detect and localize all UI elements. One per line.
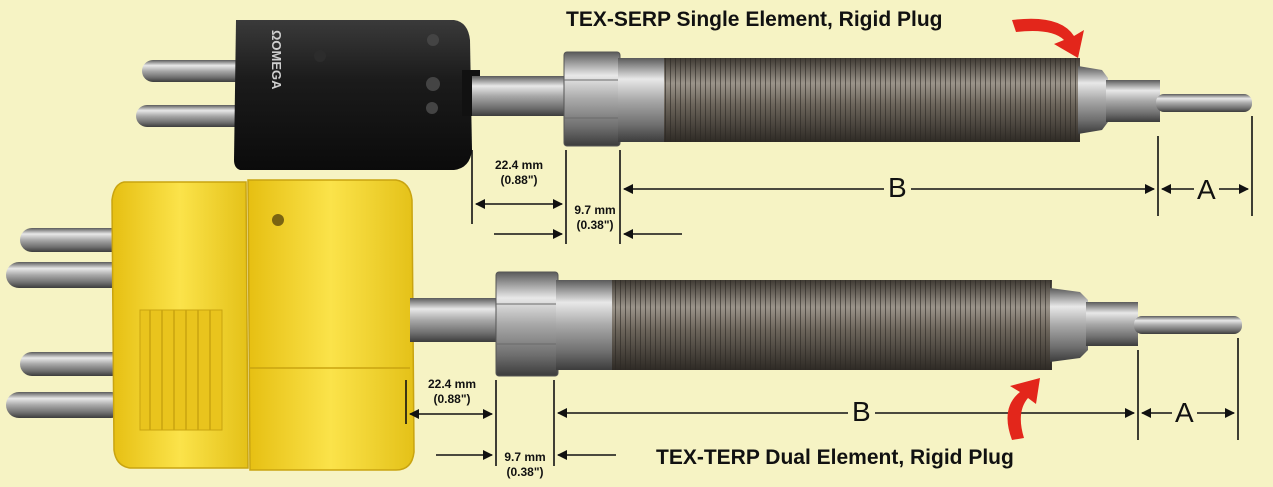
bottom-product-title: TEX-TERP Dual Element, Rigid Plug bbox=[656, 446, 1014, 469]
bottom-dim-hex-label: 9.7 mm (0.38") bbox=[494, 450, 556, 480]
top-connector-screw bbox=[426, 77, 440, 91]
bottom-tip-step bbox=[1086, 302, 1138, 346]
bottom-dim-length-in: (0.88") bbox=[433, 392, 471, 406]
top-connector-screw bbox=[427, 34, 439, 46]
top-hex-nut bbox=[563, 51, 621, 147]
top-probe-shaft bbox=[472, 76, 568, 116]
top-red-arrow bbox=[1012, 18, 1084, 58]
top-connector-pin bbox=[142, 60, 246, 82]
top-probe-tip bbox=[1156, 94, 1252, 112]
bottom-connector-pin bbox=[6, 262, 124, 288]
bottom-dim-length-mm: 22.4 mm bbox=[427, 377, 477, 391]
bottom-connector-pin bbox=[20, 352, 124, 376]
bottom-connector-pin bbox=[20, 228, 124, 252]
top-dim-b-label: B bbox=[884, 172, 911, 204]
top-connector-pin bbox=[136, 105, 246, 127]
top-product-title: TEX-SERP Single Element, Rigid Plug bbox=[566, 8, 943, 31]
bottom-probe bbox=[6, 179, 1242, 471]
bottom-connector-pin bbox=[6, 392, 124, 418]
top-black-connector bbox=[234, 20, 472, 170]
top-taper bbox=[1078, 66, 1108, 134]
top-connector-logo-text: ΩOMEGA bbox=[269, 30, 284, 90]
bottom-taper bbox=[1050, 288, 1088, 362]
bottom-dim-hex-in: (0.38") bbox=[506, 465, 544, 479]
bottom-connector-screw bbox=[272, 214, 284, 226]
bottom-probe-tip bbox=[1134, 316, 1242, 334]
top-dim-length-mm: 22.4 mm bbox=[494, 158, 544, 172]
top-tip-step bbox=[1106, 80, 1160, 122]
bottom-dim-length-label: 22.4 mm (0.88") bbox=[414, 377, 490, 407]
top-connector-screw bbox=[426, 102, 438, 114]
bottom-hex-nut bbox=[495, 271, 559, 377]
top-dim-length-in: (0.88") bbox=[500, 173, 538, 187]
bottom-collar bbox=[556, 280, 618, 370]
top-dim-a-label: A bbox=[1194, 174, 1219, 206]
bottom-dim-a-label: A bbox=[1172, 397, 1197, 429]
top-dim-hex-mm: 9.7 mm bbox=[574, 203, 616, 217]
bottom-probe-shaft bbox=[410, 298, 500, 342]
top-dim-hex-label: 9.7 mm (0.38") bbox=[562, 203, 628, 233]
bottom-connector-grip bbox=[139, 309, 223, 431]
bottom-dim-b-label: B bbox=[848, 396, 875, 428]
bottom-red-arrow bbox=[1007, 378, 1040, 440]
bottom-dim-hex-mm: 9.7 mm bbox=[504, 450, 546, 464]
top-dim-length-label: 22.4 mm (0.88") bbox=[480, 158, 558, 188]
top-probe: ΩOMEGA bbox=[136, 20, 1252, 170]
top-collar bbox=[618, 58, 670, 142]
top-dim-hex-in: (0.38") bbox=[576, 218, 614, 232]
bottom-dimensions bbox=[405, 338, 1239, 466]
